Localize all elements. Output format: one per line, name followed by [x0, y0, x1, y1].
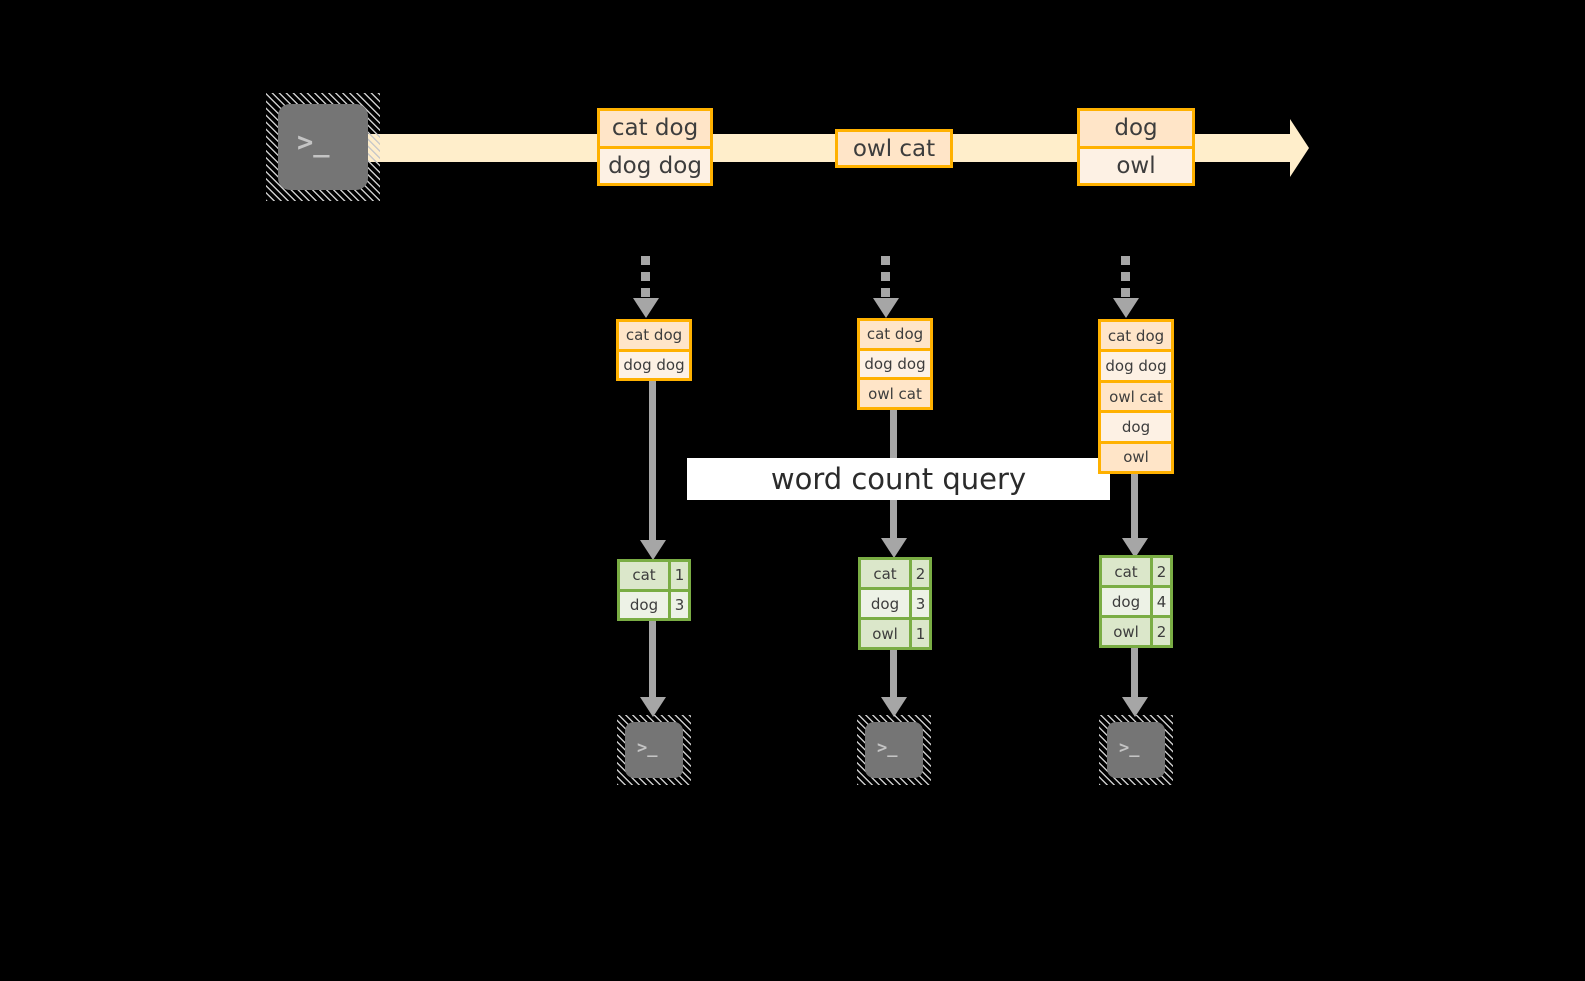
snapshot-2-input-down-arrow-dashed-icon: [872, 256, 899, 318]
result-word: cat: [1114, 562, 1138, 581]
result-count: 1: [668, 562, 688, 589]
snapshot-input-line: owl cat: [1101, 379, 1171, 410]
terminal-prompt-glyph: >_: [1119, 738, 1140, 758]
terminal-body: [1107, 722, 1165, 778]
stream-record-line: dog: [1114, 115, 1158, 142]
query-label: word count query: [687, 458, 1110, 500]
arrow-head: [639, 697, 666, 717]
result-count: 2: [1150, 618, 1170, 645]
snapshot-input-line: dog dog: [1101, 349, 1171, 380]
snapshot-1-query-down-arrow-icon: [639, 381, 666, 560]
result-row: owl 2: [1102, 615, 1170, 645]
result-word: dog: [1111, 592, 1141, 611]
arrow-head: [639, 540, 666, 560]
snapshot-3-input-box: cat dog dog dog owl cat dog owl: [1098, 319, 1174, 474]
result-count: 3: [668, 591, 688, 618]
result-count: 2: [1150, 558, 1170, 585]
arrow-head: [880, 538, 907, 558]
result-count: 3: [909, 590, 929, 617]
result-count: 1: [909, 620, 929, 647]
arrow-shaft: [1131, 648, 1138, 700]
stream-record-1: cat dog dog dog: [597, 108, 713, 186]
arrow-shaft: [881, 256, 890, 298]
arrow-head: [872, 298, 899, 318]
result-row: cat 2: [861, 560, 929, 587]
result-word: dog: [629, 595, 659, 614]
snapshot-input-line: cat dog: [625, 326, 683, 345]
snapshot-1-result-table: cat 1 dog 3: [617, 559, 691, 621]
arrow-head: [1121, 538, 1148, 558]
stream-record-line: owl: [1080, 145, 1192, 183]
snapshot-1-sink-terminal-icon: >_: [617, 715, 691, 785]
result-count: 4: [1150, 588, 1170, 615]
snapshot-3-output-down-arrow-icon: [1121, 648, 1148, 717]
snapshot-input-line: dog dog: [860, 347, 930, 378]
arrow-shaft: [641, 256, 650, 298]
snapshot-input-line: dog: [1101, 410, 1171, 441]
result-row: dog 3: [620, 588, 688, 618]
arrow-shaft: [1121, 256, 1130, 298]
result-word: cat: [873, 564, 897, 583]
result-row: dog 4: [1102, 585, 1170, 615]
terminal-body: [625, 722, 683, 778]
snapshot-2-sink-terminal-icon: >_: [857, 715, 931, 785]
snapshot-2-output-down-arrow-icon: [880, 650, 907, 717]
snapshot-3-input-down-arrow-dashed-icon: [1112, 256, 1139, 318]
terminal-prompt-glyph: >_: [877, 738, 898, 758]
snapshot-3-query-down-arrow-icon: [1121, 474, 1148, 558]
source-terminal-icon: >_: [266, 93, 380, 201]
arrow-head: [1112, 298, 1139, 318]
stream-record-2: owl cat: [835, 129, 953, 168]
arrow-shaft: [890, 650, 897, 700]
stream-band-arrowhead: [1290, 119, 1309, 177]
stream-record-line: owl cat: [852, 135, 936, 162]
snapshot-1-output-down-arrow-icon: [639, 621, 666, 717]
terminal-body: [865, 722, 923, 778]
stream-record-3: dog owl: [1077, 108, 1195, 186]
snapshot-1-input-box: cat dog dog dog: [616, 319, 692, 381]
arrow-shaft: [649, 621, 656, 700]
arrow-head: [880, 697, 907, 717]
snapshot-1-input-down-arrow-dashed-icon: [632, 256, 659, 318]
result-word: owl: [872, 624, 898, 643]
terminal-prompt-glyph: >_: [637, 738, 658, 758]
result-count: 2: [909, 560, 929, 587]
result-row: owl 1: [861, 617, 929, 647]
arrow-shaft: [649, 381, 656, 543]
snapshot-input-line: dog dog: [619, 348, 689, 378]
snapshot-input-line: cat dog: [1107, 326, 1165, 345]
arrow-head: [1121, 697, 1148, 717]
snapshot-3-result-table: cat 2 dog 4 owl 2: [1099, 555, 1173, 648]
snapshot-input-line: owl cat: [860, 377, 930, 407]
stream-record-line: cat dog: [611, 115, 699, 142]
arrow-head: [632, 298, 659, 318]
result-row: cat 2: [1102, 558, 1170, 585]
result-word: owl: [1113, 622, 1139, 641]
arrow-shaft: [1131, 474, 1138, 541]
snapshot-2-result-table: cat 2 dog 3 owl 1: [858, 557, 932, 650]
result-word: dog: [870, 594, 900, 613]
snapshot-3-sink-terminal-icon: >_: [1099, 715, 1173, 785]
result-row: dog 3: [861, 587, 929, 617]
snapshot-input-line: cat dog: [866, 325, 924, 344]
stream-record-line: dog dog: [600, 145, 710, 183]
snapshot-input-line: owl: [1101, 440, 1171, 471]
terminal-body: [278, 104, 368, 190]
result-row: cat 1: [620, 562, 688, 589]
result-word: cat: [632, 566, 656, 585]
terminal-prompt-glyph: >_: [297, 127, 330, 158]
snapshot-2-input-box: cat dog dog dog owl cat: [857, 318, 933, 410]
